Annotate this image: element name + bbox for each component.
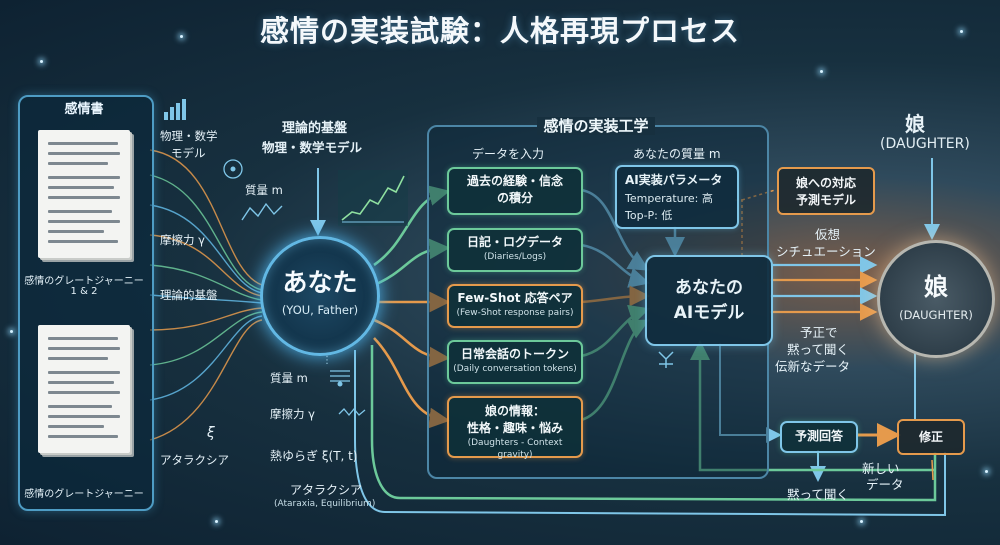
mass-below-label: 質量 m — [270, 371, 308, 385]
zigzag-icon — [338, 407, 366, 417]
page-title: 感情の実装試験：人格再現プロセス — [259, 14, 740, 48]
friction-below-label: 摩擦力 γ — [270, 407, 315, 421]
ai-parameters-box: AI実装パラメータ Temperature: 高 Top-P: 低 — [615, 165, 739, 229]
ataraxia-label: アタラクシア — [160, 453, 229, 467]
spring-icon — [330, 370, 350, 387]
predict-label-line2: 黙って聞く — [787, 342, 849, 357]
new-data-label-line1: 新しい — [862, 461, 900, 476]
star — [40, 60, 43, 63]
document-1-caption-line1: 感情のグレートジャーニー — [24, 276, 144, 287]
you-name: あなた — [282, 268, 358, 297]
physics-model-label-line2: モデル — [171, 146, 206, 160]
ataraxia-below-subtitle: (Ataraxia, Equilibrium) — [274, 499, 376, 509]
star — [180, 35, 183, 38]
document-1-icon — [38, 130, 130, 258]
wave-graph-icon — [241, 202, 283, 221]
document-2-caption: 感情のグレートジャーニー — [24, 489, 144, 500]
input-box-conversation: 日常会話のトークン (Daily conversation tokens) — [447, 340, 583, 384]
emotion-book-header: 感情書 — [64, 102, 104, 117]
theory-title: 理論的基盤 — [282, 121, 348, 136]
virtual-label-line2: シチュエーション — [776, 244, 876, 259]
ai-model-box: あなたの AIモデル — [645, 255, 773, 346]
star — [960, 30, 963, 33]
response-model-box: 娘への対応 予測モデル — [777, 167, 875, 215]
new-data-label-line2: データ — [866, 477, 904, 492]
dotted-marker: ⋮ — [322, 355, 332, 366]
star — [985, 470, 988, 473]
daughter-top-label: 娘 — [905, 112, 925, 136]
star — [10, 330, 13, 333]
you-node: あなた (YOU, Father) — [260, 236, 380, 356]
predicted-answer-box: 予測回答 — [780, 421, 858, 453]
growth-chart-icon — [338, 170, 408, 226]
ataraxia-below-label: アタラクシア — [290, 483, 363, 497]
mass-header: あなたの質量 m — [633, 147, 721, 161]
friction-label: 摩擦力 γ — [160, 233, 205, 247]
daughter-name: 娘 — [924, 273, 948, 301]
mass-label: 質量 m — [245, 183, 283, 197]
ai-model-line2: AIモデル — [673, 303, 745, 323]
atom-icon — [223, 159, 243, 179]
input-box-fewshot: Few-Shot 応答ペア (Few-Shot response pairs) — [447, 284, 583, 328]
theory-base-label: 理論的基盤 — [160, 288, 218, 302]
daughter-subtitle: (DAUGHTER) — [899, 308, 973, 322]
input-box-experience: 過去の経験・信念 の積分 — [447, 167, 583, 215]
params-temperature: Temperature: 高 — [625, 192, 713, 205]
engine-title: 感情の実装工学 — [427, 115, 765, 136]
listen-label: 黙って聞く — [787, 487, 849, 502]
physics-model-label-line1: 物理・数学 — [160, 129, 218, 143]
xi-symbol: ξ — [207, 425, 215, 441]
daughter-node: 娘 (DAUGHTER) — [877, 240, 995, 358]
input-box-diaries: 日記・ログデータ (Diaries/Logs) — [447, 228, 583, 272]
bar-chart-icon — [164, 99, 186, 120]
params-title: AI実装パラメータ — [625, 173, 723, 187]
virtual-label-line1: 仮想 — [815, 227, 841, 242]
ai-model-line1: あなたの — [675, 278, 743, 298]
input-box-daughter-info: 娘の情報： 性格・趣味・悩み (Daughters - Context grav… — [447, 396, 583, 460]
params-top-p: Top-P: 低 — [625, 209, 673, 222]
correction-box: 修正 — [897, 419, 965, 455]
star — [820, 70, 823, 73]
thermal-label: 熱ゆらぎ ξ(T, t) — [270, 449, 358, 463]
input-header: データを入力 — [472, 147, 545, 161]
network-node-icon — [658, 351, 674, 368]
document-2-icon — [38, 325, 130, 453]
predict-label-line3: 伝新なデータ — [775, 359, 851, 374]
theory-subtitle: 物理・数学モデル — [262, 140, 363, 155]
star — [215, 520, 218, 523]
predict-label-line1: 予正で — [800, 325, 838, 340]
document-1-caption-line2: 1 & 2 — [70, 286, 98, 297]
star — [860, 520, 863, 523]
daughter-top-subtitle: (DAUGHTER) — [880, 136, 970, 152]
you-subtitle: (YOU, Father) — [281, 303, 359, 317]
